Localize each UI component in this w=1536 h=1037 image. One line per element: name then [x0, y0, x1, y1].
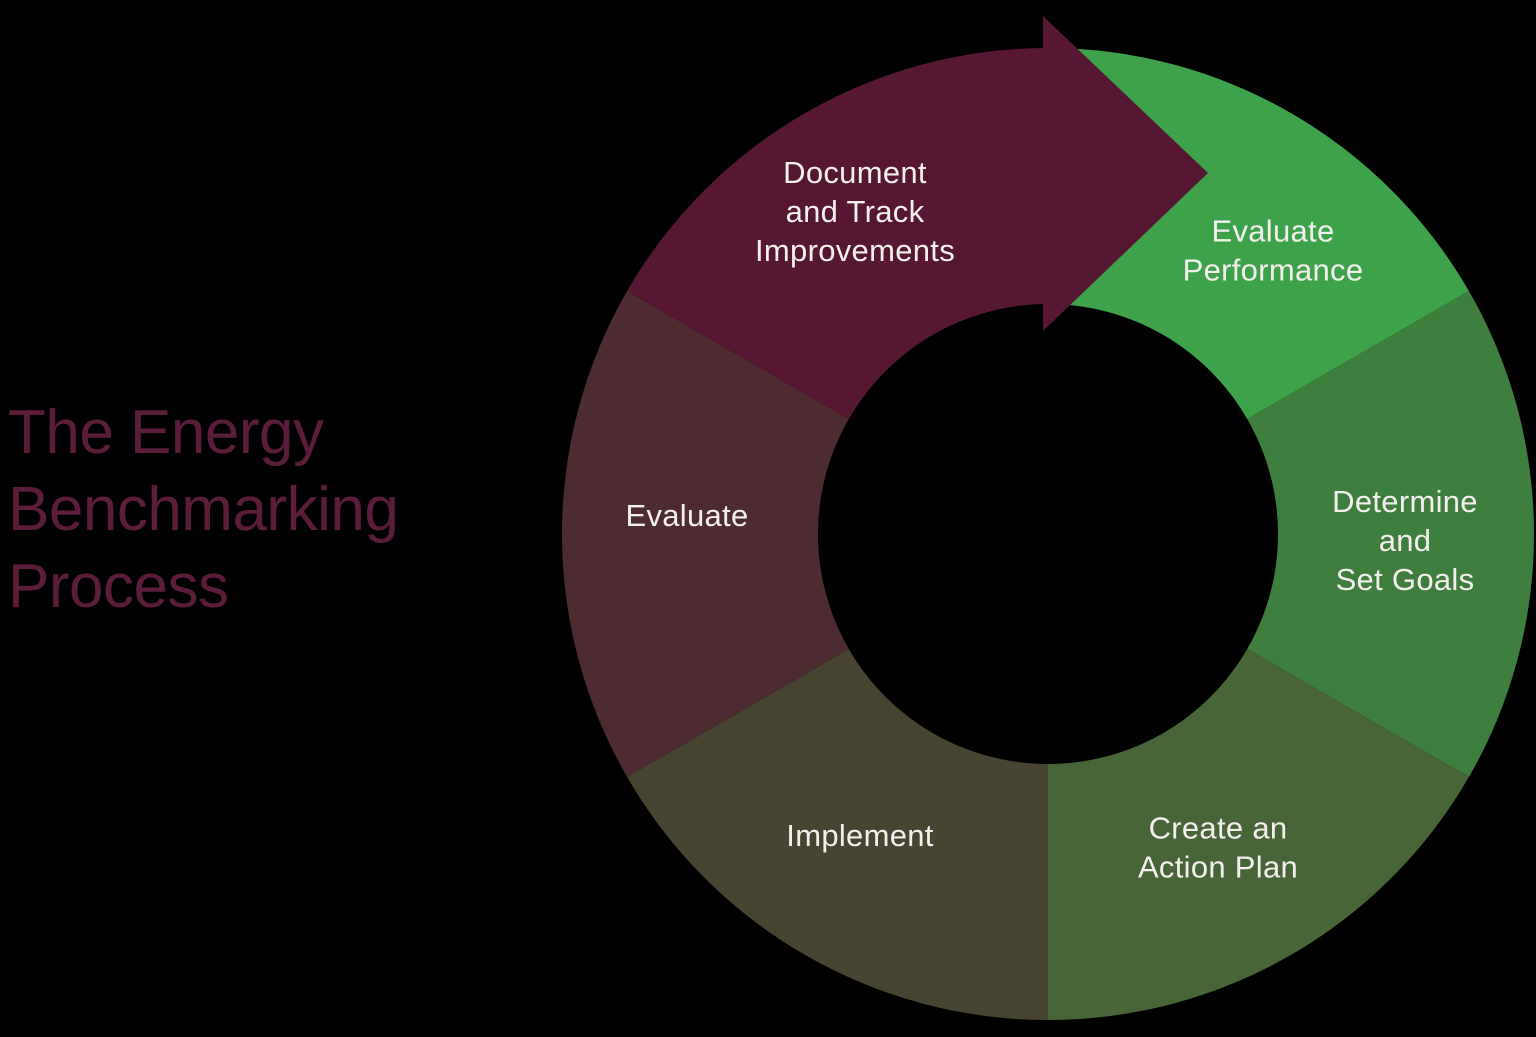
segment-label-implement: Implement [786, 818, 934, 853]
arrow-head-document-track-improvements [1043, 16, 1208, 331]
title-line-2: Benchmarking [8, 475, 399, 544]
segment-document-track-improvements [627, 47, 1048, 419]
segment-determine-set-goals [1247, 291, 1535, 777]
segment-implement [627, 649, 1048, 1021]
title-line-3: Process [8, 552, 229, 621]
segment-label-evaluate: Evaluate [625, 498, 748, 533]
segment-evaluate [561, 291, 849, 777]
page-title: The Energy Benchmarking Process [8, 394, 399, 625]
segment-create-action-plan [1048, 649, 1469, 1020]
title-line-1: The Energy [8, 398, 324, 467]
